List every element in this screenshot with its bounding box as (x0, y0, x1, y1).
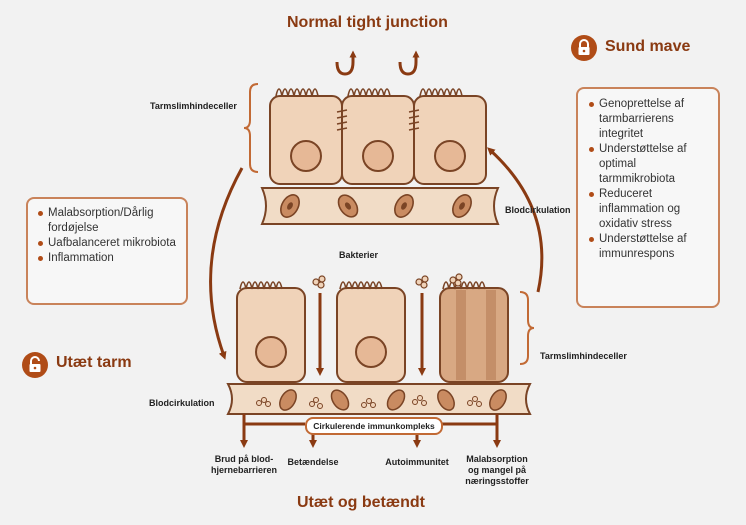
outcome-inflammation: Betændelse (287, 457, 339, 467)
immune-complex-label: Cirkulerende immunkompleks (305, 417, 443, 435)
arrow-to-healthy (487, 147, 544, 293)
healthy-item: Understøttelse af immunrespons (587, 232, 710, 262)
leaky-item: Malabsorption/Dårlig fordøjelse (36, 206, 178, 236)
blood-vessel-bottom (226, 383, 532, 415)
healthy-item: Reduceret inflammation og oxidativ stres… (587, 187, 710, 232)
blood-vessel-top (260, 187, 500, 225)
arrow-to-leaky (209, 167, 244, 360)
healthy-item: Genoprettelse af tarmbarrierens integrit… (587, 97, 710, 142)
brace-bottom (519, 291, 535, 365)
leaky-title: Utæt tarm (56, 354, 132, 371)
label-cells-top: Tarmslimhindeceller (150, 101, 237, 111)
healthy-epithelium (269, 88, 487, 185)
label-cells-bottom: Tarmslimhindeceller (540, 351, 627, 361)
recycle-arrows (335, 50, 420, 76)
leaky-item: Uafbalanceret mikrobiota (36, 236, 178, 251)
label-blood-bottom: Blodcirkulation (149, 398, 215, 408)
leaky-symptoms-box: Malabsorption/Dårlig fordøjelse Uafbalan… (26, 197, 188, 305)
healthy-benefits-box: Genoprettelse af tarmbarrierens integrit… (576, 87, 720, 308)
healthy-item: Understøttelse af optimal tarmmikrobiota (587, 142, 710, 187)
leaky-item: Inflammation (36, 251, 178, 266)
brace-top (243, 83, 259, 173)
bottom-title: Utæt og betændt (297, 494, 425, 511)
bacteria-leak (312, 273, 463, 376)
leaky-epithelium (236, 281, 509, 383)
top-title: Normal tight junction (287, 14, 448, 31)
label-bacteria: Bakterier (339, 250, 379, 260)
healthy-title: Sund mave (605, 38, 691, 55)
outcome-malabsorption: Malabsorption og mangel på næringsstoffe… (465, 454, 529, 486)
outcome-bbb: Brud på blod- hjernebarrieren (210, 454, 278, 475)
outcome-autoimmunity: Autoimmunitet (385, 457, 449, 467)
locked-padlock-icon (571, 35, 597, 61)
label-blood-top: Blodcirkulation (505, 205, 571, 215)
unlocked-padlock-icon (22, 352, 48, 378)
